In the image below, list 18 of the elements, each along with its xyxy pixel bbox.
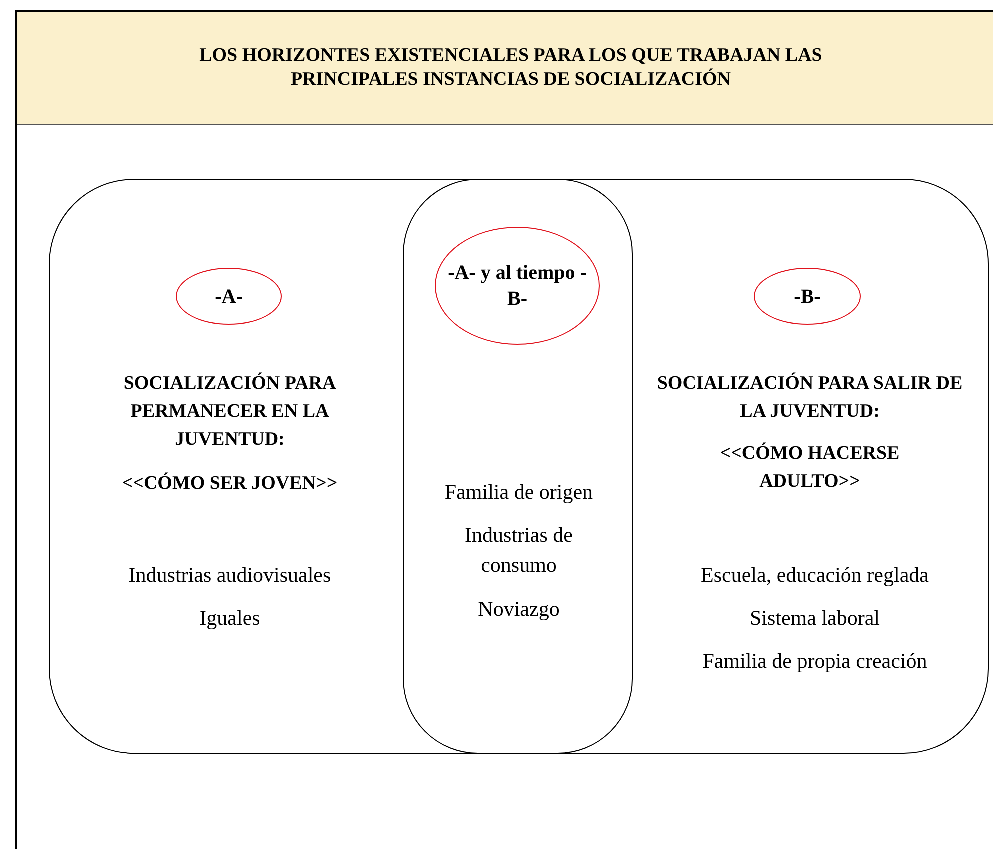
list-item: Familia de origen	[444, 478, 594, 506]
list-item: Escuela, educación reglada	[700, 562, 930, 589]
list-item: Industrias de consumo	[464, 522, 574, 578]
section-subheading: <<CÓMO SER JOVEN>>	[121, 472, 339, 496]
rounded-box	[403, 178, 633, 754]
section-heading: SOCIALIZACIÓN PARA PERMANECER EN LA JUVENTUD:	[122, 372, 338, 452]
section-subheading: <<CÓMO HACERSE ADULTO>>	[719, 442, 901, 494]
ellipse-label: -A-	[214, 284, 244, 310]
list-item: Sistema laboral	[748, 605, 882, 632]
list-item: Familia de propia creación	[702, 648, 928, 675]
ellipse-label: -B-	[793, 284, 822, 310]
title: LOS HORIZONTES EXISTENCIALES PARA LOS QUE TRABAJAN LAS PRINCIPALES INSTANCIAS DE SOCIALIZACIÓN	[198, 44, 824, 92]
section-heading: SOCIALIZACIÓN PARA SALIR DE LA JUVENTUD:	[656, 372, 964, 424]
list-item: Iguales	[198, 605, 262, 632]
list-item: Industrias audiovisuales	[128, 562, 332, 589]
ellipse-label: -A- y al tiempo -B-	[447, 260, 588, 312]
list-item: Noviazgo	[477, 596, 561, 622]
rounded-box	[49, 179, 989, 754]
